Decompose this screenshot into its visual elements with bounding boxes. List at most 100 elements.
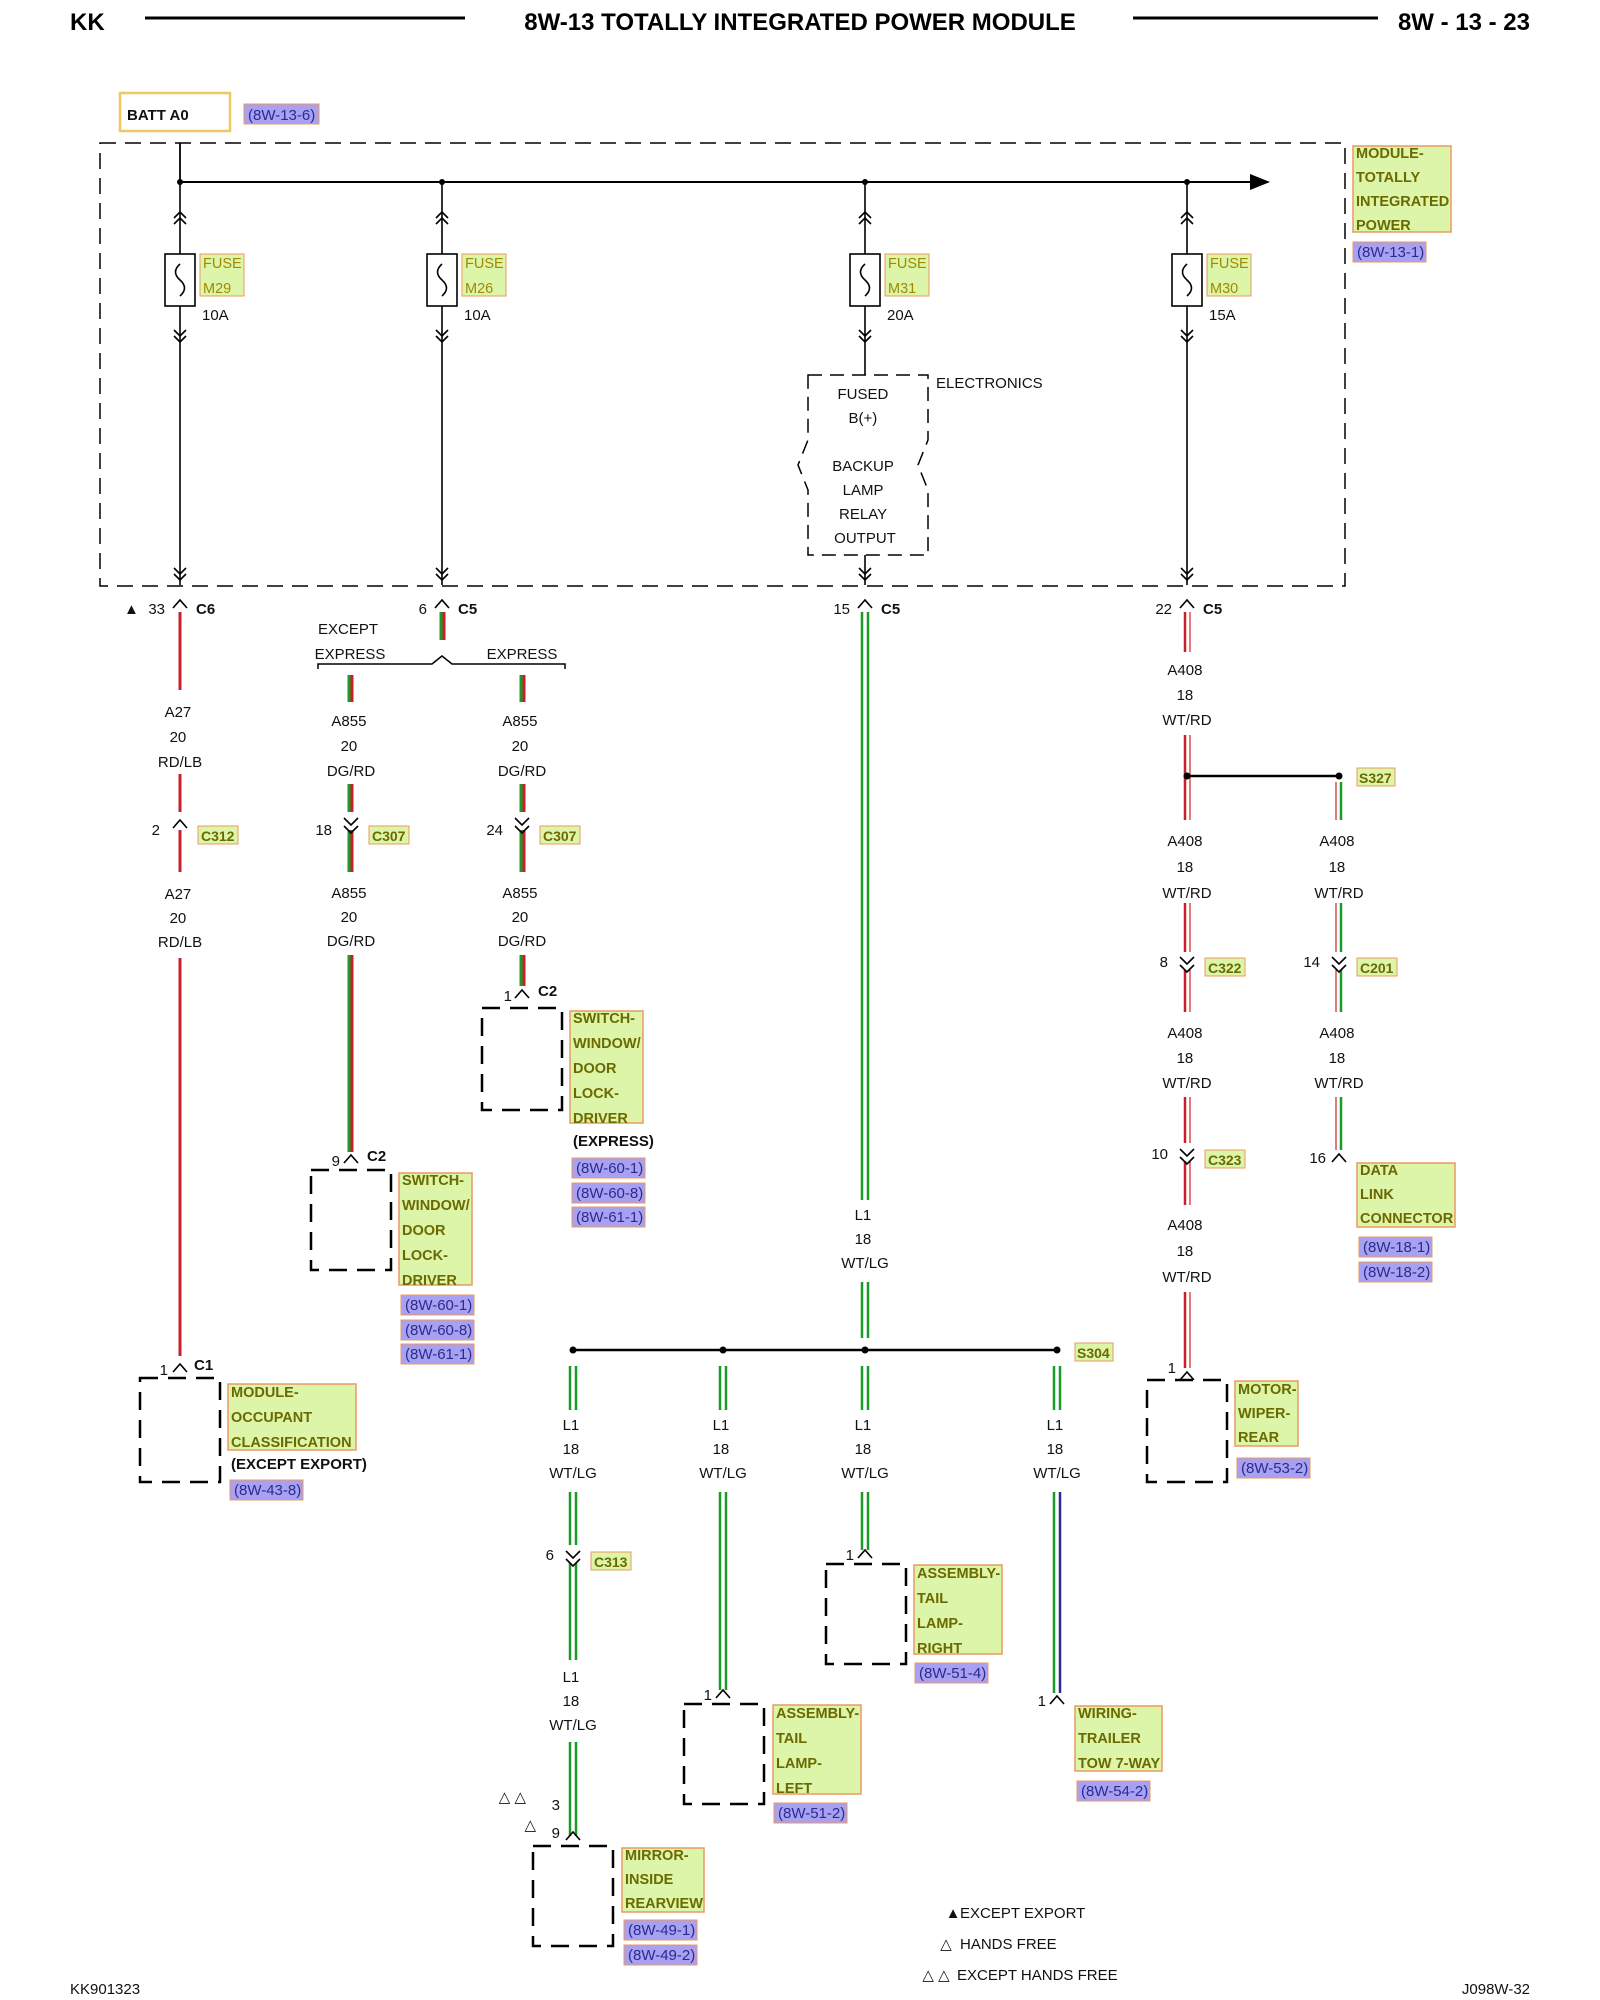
c313-name: C313: [594, 1554, 628, 1570]
tail-left-box[interactable]: [682, 1702, 766, 1806]
c307a-pin: 18: [315, 822, 332, 839]
legend-text-1: EXCEPT EXPORT: [960, 1905, 1085, 1922]
trailer-pin: 1: [1038, 1693, 1046, 1710]
mirror-box[interactable]: [531, 1844, 615, 1948]
wiper-box[interactable]: [1145, 1378, 1229, 1484]
fuse-m29-rating: 10A: [202, 307, 229, 324]
mirror-pin-3: 3: [552, 1797, 560, 1814]
wire-l1-trunk: [860, 612, 870, 1338]
occupant-name: MODULE- OCCUPANT CLASSIFICATION: [231, 1385, 352, 1451]
except-express-label: EXCEPT EXPRESS: [315, 621, 386, 663]
footer-right: J098W-32: [1462, 1981, 1530, 1998]
fuse-m31: [849, 179, 881, 585]
legend-mark-1: ▲: [946, 1905, 961, 1922]
l1-branch-1-label: L1 18 WT/LG: [549, 1417, 597, 1482]
mirror-ref-1[interactable]: (8W-49-1): [628, 1922, 695, 1939]
module-ref[interactable]: (8W-13-1): [1357, 244, 1424, 261]
splice-s327: S327: [1359, 770, 1392, 786]
c307b-name: C307: [543, 828, 577, 844]
switch-a-ref-1[interactable]: (8W-60-1): [405, 1297, 472, 1314]
page-number: 8W - 13 - 23: [1398, 9, 1530, 36]
c201-name: C201: [1360, 960, 1394, 976]
pin-6: 6: [419, 601, 427, 618]
fuse-m30-label: FUSE M30: [1210, 256, 1253, 297]
switch-a-ref-3[interactable]: (8W-61-1): [405, 1346, 472, 1363]
bus-arrow: [1250, 174, 1270, 190]
switch-b-ref-2[interactable]: (8W-60-8): [576, 1185, 643, 1202]
occupant-pin: 1: [160, 1362, 168, 1379]
occupant-ref-1[interactable]: (8W-43-8): [234, 1482, 301, 1499]
c322-pin: 8: [1160, 954, 1168, 971]
occupant-module-box[interactable]: [138, 1376, 222, 1484]
fuse-m29: [164, 179, 196, 585]
tail-right-name: ASSEMBLY- TAIL LAMP- RIGHT: [917, 1566, 1004, 1657]
trailer-ref-1[interactable]: (8W-54-2): [1081, 1783, 1148, 1800]
pin-22: 22: [1155, 601, 1172, 618]
branch-bracket: [317, 655, 566, 669]
fuse-m30: [1171, 179, 1203, 585]
c323-pin: 10: [1151, 1146, 1168, 1163]
a408-label-4: A408 18 WT/RD: [1162, 1025, 1211, 1092]
c322-name: C322: [1208, 960, 1242, 976]
switch-a-conn: C2: [367, 1148, 386, 1165]
mirror-name: MIRROR- INSIDE REARVIEW: [625, 1848, 703, 1912]
occupant-conn: C1: [194, 1357, 213, 1374]
wire-a855-right: [519, 675, 526, 986]
wire-a855-left: [347, 675, 354, 1152]
wiper-ref-1[interactable]: (8W-53-2): [1241, 1460, 1308, 1477]
wire-a408: [1183, 612, 1343, 1368]
tail-left-pin: 1: [704, 1687, 712, 1704]
tail-right-ref-1[interactable]: (8W-51-4): [919, 1665, 986, 1682]
switch-b-ref-3[interactable]: (8W-61-1): [576, 1209, 643, 1226]
fuse-m31-label: FUSE M31: [888, 256, 931, 297]
splice-s304: S304: [1077, 1345, 1110, 1361]
legend-text-3: EXCEPT HANDS FREE: [957, 1967, 1118, 1984]
data-link-pin: 16: [1309, 1150, 1326, 1167]
switch-b-note: (EXPRESS): [573, 1133, 654, 1150]
switch-a-ref-2[interactable]: (8W-60-8): [405, 1322, 472, 1339]
module-name: MODULE- TOTALLY INTEGRATED POWER: [1356, 146, 1453, 234]
l1-branch-2-label: L1 18 WT/LG: [699, 1417, 747, 1482]
switch-b-name: SWITCH- WINDOW/ DOOR LOCK- DRIVER: [573, 1011, 645, 1127]
mirror-ref-2[interactable]: (8W-49-2): [628, 1947, 695, 1964]
pin-33-conn: C6: [196, 601, 215, 618]
a408-label-5: A408 18 WT/RD: [1314, 1025, 1363, 1092]
module-boundary: [99, 142, 1346, 587]
switch-a-name: SWITCH- WINDOW/ DOOR LOCK- DRIVER: [402, 1173, 474, 1289]
source-ref[interactable]: (8W-13-6): [248, 107, 315, 124]
data-link-ref-1[interactable]: (8W-18-1): [1363, 1239, 1430, 1256]
header-left: KK: [70, 9, 105, 36]
fuse-m26-label: FUSE M26: [465, 256, 508, 297]
relay-block: [797, 374, 929, 556]
switch-a-box[interactable]: [309, 1168, 393, 1272]
a855-left-label-2: A855 20 DG/RD: [327, 885, 376, 950]
pin-15: 15: [833, 601, 850, 618]
a855-right-label-1: A855 20 DG/RD: [498, 713, 547, 780]
l1-branch-4-label: L1 18 WT/LG: [1033, 1417, 1081, 1482]
a408-label-6: A408 18 WT/RD: [1162, 1217, 1211, 1286]
wiper-name: MOTOR- WIPER- REAR: [1238, 1382, 1301, 1446]
trailer-name: WIRING- TRAILER TOW 7-WAY: [1078, 1706, 1161, 1772]
pin-33: 33: [148, 601, 165, 618]
c307b-pin: 24: [486, 822, 503, 839]
c313-pin: 6: [546, 1547, 554, 1564]
switch-b-ref-1[interactable]: (8W-60-1): [576, 1160, 643, 1177]
mirror-pin-3-mark: △ △: [499, 1789, 527, 1806]
switch-b-pin: 1: [504, 988, 512, 1005]
legend-mark-3: △ △: [922, 1967, 950, 1984]
fuse-m29-label: FUSE M29: [203, 256, 246, 297]
occupant-note: (EXCEPT EXPORT): [231, 1456, 367, 1473]
switch-b-box[interactable]: [480, 1006, 564, 1112]
mirror-pin-9-mark: △: [524, 1817, 536, 1834]
a855-left-label-1: A855 20 DG/RD: [327, 713, 376, 780]
fuse-m30-rating: 15A: [1209, 307, 1236, 324]
tail-left-ref-1[interactable]: (8W-51-2): [778, 1805, 845, 1822]
data-link-ref-2[interactable]: (8W-18-2): [1363, 1264, 1430, 1281]
pin-22-conn: C5: [1203, 601, 1222, 618]
a27-label-2: A27 20 RD/LB: [158, 886, 202, 951]
c307a-name: C307: [372, 828, 406, 844]
a408-label-3: A408 18 WT/RD: [1314, 833, 1363, 902]
tail-right-box[interactable]: [824, 1562, 908, 1666]
switch-b-conn: C2: [538, 983, 557, 1000]
